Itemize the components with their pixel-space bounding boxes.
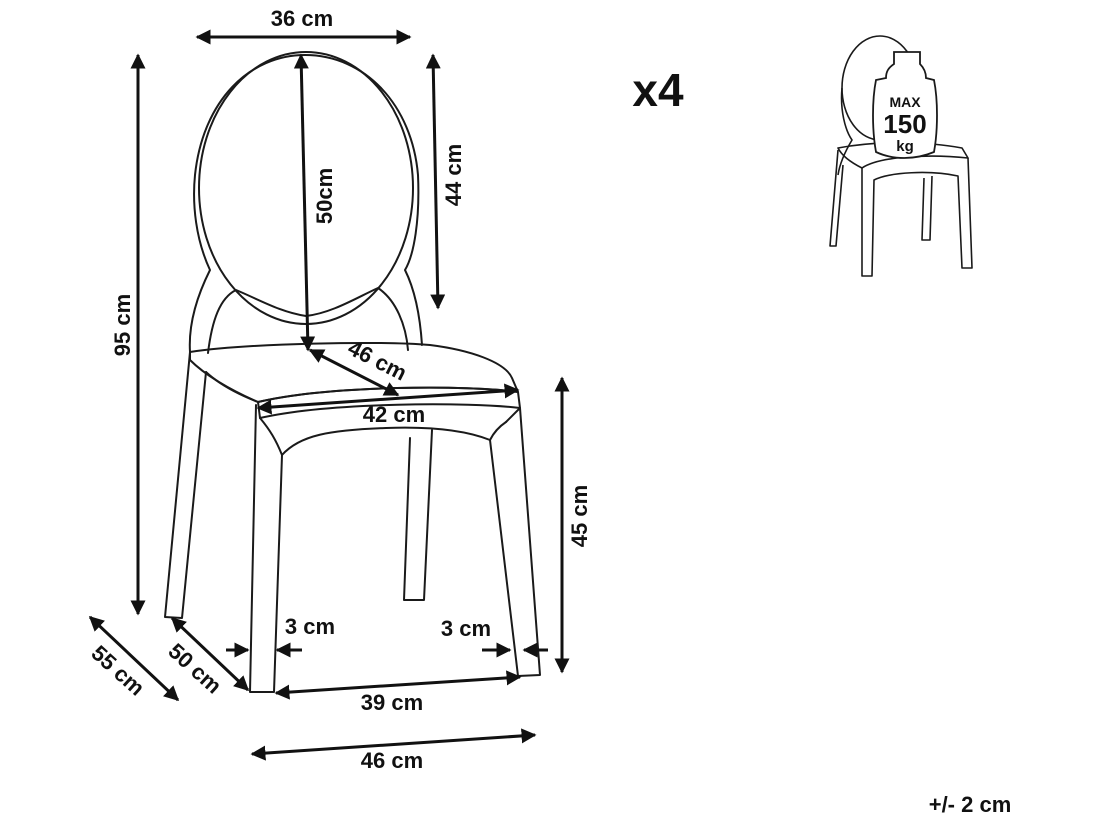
- arrow-total-width: [250, 728, 537, 761]
- label-back-inner-height: 44 cm: [441, 144, 466, 206]
- chair-front-left-leg: [249, 404, 283, 693]
- quantity-label: x4: [632, 64, 684, 116]
- chair-front-right-leg: [489, 407, 541, 677]
- mini-chair-legs-icon: [829, 149, 973, 277]
- tolerance-note: +/- 2 cm: [929, 792, 1012, 817]
- label-total-width: 46 cm: [361, 748, 423, 773]
- label-seat-height: 45 cm: [567, 485, 592, 547]
- chair-front-apron: [259, 417, 507, 456]
- label-back-outer-height: 50cm: [312, 168, 337, 224]
- max-load-value: 150: [883, 109, 926, 139]
- label-inner-leg-span: 39 cm: [361, 690, 423, 715]
- dimension-arrows: [88, 29, 570, 761]
- max-load-label: MAX: [889, 94, 921, 110]
- label-leg-left: 3 cm: [285, 614, 335, 639]
- label-seat-width: 42 cm: [363, 402, 425, 427]
- chair-back-left-leg: [164, 351, 207, 619]
- arrow-inner-leg-span: [274, 670, 522, 700]
- arrow-back-inner-height: [425, 53, 446, 310]
- max-load-unit: kg: [896, 138, 914, 155]
- arrow-back-outer-height: [293, 53, 316, 352]
- label-outer-depth: 55 cm: [86, 640, 149, 700]
- label-total-height: 95 cm: [110, 294, 135, 356]
- label-inner-depth: 50 cm: [163, 638, 226, 698]
- max-load-icon: MAX 150 kg: [829, 35, 973, 277]
- label-leg-right: 3 cm: [441, 616, 491, 641]
- arrow-outer-depth: [88, 615, 180, 702]
- arrow-seat-width: [256, 383, 520, 415]
- mini-chair-frame-icon: [837, 87, 853, 176]
- chair-back-right-leg: [403, 429, 433, 601]
- arrow-inner-depth: [170, 616, 250, 692]
- label-back-width: 36 cm: [271, 6, 333, 31]
- chair-back-left-leg-inner: [205, 371, 259, 403]
- weight-icon: [872, 51, 938, 159]
